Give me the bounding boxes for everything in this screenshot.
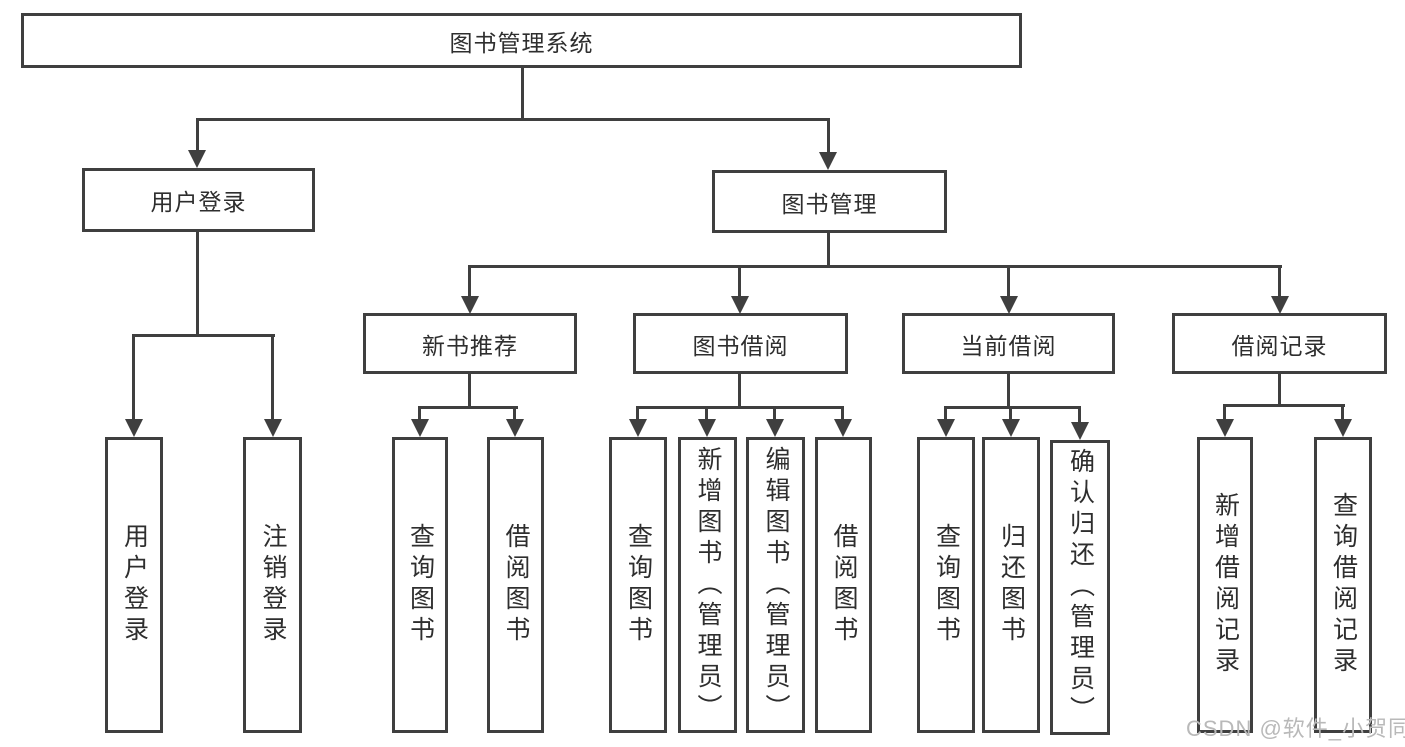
connector-line xyxy=(271,334,274,424)
arrow-down-icon xyxy=(264,419,282,437)
connector-line xyxy=(827,233,830,268)
arrow-down-icon xyxy=(629,419,647,437)
arrow-down-icon xyxy=(834,419,852,437)
connector-line xyxy=(1223,404,1345,407)
connector-line xyxy=(1007,265,1010,301)
leaf-logout: 注销登录 xyxy=(243,437,302,733)
connector-line xyxy=(1223,404,1226,424)
arrow-down-icon xyxy=(731,296,749,314)
arrow-down-icon xyxy=(819,152,837,170)
node-label: 当前借阅 xyxy=(960,332,1057,359)
connector-line xyxy=(521,68,524,120)
node-label: 查询借阅记录 xyxy=(1329,492,1358,678)
connector-line xyxy=(944,406,1081,409)
arrow-down-icon xyxy=(698,419,716,437)
arrow-down-icon xyxy=(188,150,206,168)
connector-line xyxy=(196,118,199,156)
connector-line xyxy=(468,265,1282,268)
csdn-watermark: CSDN @软件_小贺同学 xyxy=(1186,716,1405,741)
arrow-down-icon xyxy=(411,419,429,437)
connector-line xyxy=(841,406,844,424)
leaf-confirm-return-admin: 确认归还（管理员） xyxy=(1050,440,1110,735)
node-root-library-system: 图书管理系统 xyxy=(21,13,1022,68)
node-book-management: 图书管理 xyxy=(712,170,947,233)
node-user-login: 用户登录 xyxy=(82,168,315,232)
node-label: 图书管理 xyxy=(781,190,878,217)
connector-line xyxy=(468,374,471,408)
arrow-down-icon xyxy=(1271,296,1289,314)
connector-line xyxy=(468,265,471,301)
leaf-add-borrow-record: 新增借阅记录 xyxy=(1197,437,1253,733)
leaf-edit-books-admin: 编辑图书（管理员） xyxy=(746,437,805,733)
connector-line xyxy=(418,406,421,424)
node-borrowing-records: 借阅记录 xyxy=(1172,313,1387,374)
connector-line xyxy=(196,118,830,121)
leaf-return-books: 归还图书 xyxy=(982,437,1040,733)
node-label: 新增借阅记录 xyxy=(1211,492,1240,678)
node-label: 用户登录 xyxy=(150,189,247,215)
connector-line xyxy=(132,334,135,424)
connector-line xyxy=(196,232,199,336)
connector-line xyxy=(1007,374,1010,408)
node-label: 查询图书 xyxy=(624,523,653,647)
connector-line xyxy=(1078,406,1081,426)
connector-line xyxy=(513,406,516,424)
node-label: 借阅记录 xyxy=(1231,332,1328,359)
arrow-down-icon xyxy=(1071,422,1089,440)
arrow-down-icon xyxy=(766,419,784,437)
node-label: 确认归还（管理员） xyxy=(1066,448,1095,727)
leaf-add-books-admin: 新增图书（管理员） xyxy=(678,437,737,733)
leaf-query-books-current: 查询图书 xyxy=(917,437,975,733)
connector-line xyxy=(636,406,844,409)
arrow-down-icon xyxy=(937,419,955,437)
node-label: 归还图书 xyxy=(997,523,1026,647)
node-label: 注销登录 xyxy=(259,523,287,647)
arrow-down-icon xyxy=(125,419,143,437)
node-label: 新增图书（管理员） xyxy=(694,445,722,725)
node-current-borrowing: 当前借阅 xyxy=(902,313,1115,374)
leaf-query-books-borrowing: 查询图书 xyxy=(609,437,667,733)
connector-line xyxy=(705,406,708,424)
connector-line xyxy=(773,406,776,424)
leaf-user-login-action: 用户登录 xyxy=(105,437,163,733)
node-book-borrowing: 图书借阅 xyxy=(633,313,848,374)
arrow-down-icon xyxy=(506,419,524,437)
arrow-down-icon xyxy=(1216,419,1234,437)
leaf-query-borrow-record: 查询借阅记录 xyxy=(1314,437,1372,733)
node-label: 查询图书 xyxy=(406,523,435,647)
node-label: 用户登录 xyxy=(120,523,149,647)
connector-line xyxy=(1341,404,1344,424)
connector-line xyxy=(132,334,275,337)
arrow-down-icon xyxy=(1334,419,1352,437)
node-label: 借阅图书 xyxy=(502,523,530,647)
arrow-down-icon xyxy=(1002,419,1020,437)
node-new-book-recommendation: 新书推荐 xyxy=(363,313,577,374)
connector-line xyxy=(944,406,947,424)
arrow-down-icon xyxy=(1000,296,1018,314)
node-label: 编辑图书（管理员） xyxy=(762,445,790,725)
connector-line xyxy=(1009,406,1012,424)
leaf-borrow-books-recommend: 借阅图书 xyxy=(487,437,544,733)
connector-line xyxy=(738,265,741,301)
arrow-down-icon xyxy=(461,296,479,314)
node-label: 借阅图书 xyxy=(830,523,858,647)
leaf-query-books-recommend: 查询图书 xyxy=(392,437,448,733)
connector-line xyxy=(418,406,518,409)
node-label: 图书借阅 xyxy=(692,332,789,359)
node-label: 图书管理系统 xyxy=(449,29,594,56)
connector-line xyxy=(738,374,741,408)
node-label: 新书推荐 xyxy=(422,332,518,359)
connector-line xyxy=(827,118,830,156)
leaf-borrow-books: 借阅图书 xyxy=(815,437,872,733)
node-label: 查询图书 xyxy=(932,523,961,647)
connector-line xyxy=(1278,374,1281,407)
connector-line xyxy=(1278,265,1281,301)
connector-line xyxy=(636,406,639,424)
